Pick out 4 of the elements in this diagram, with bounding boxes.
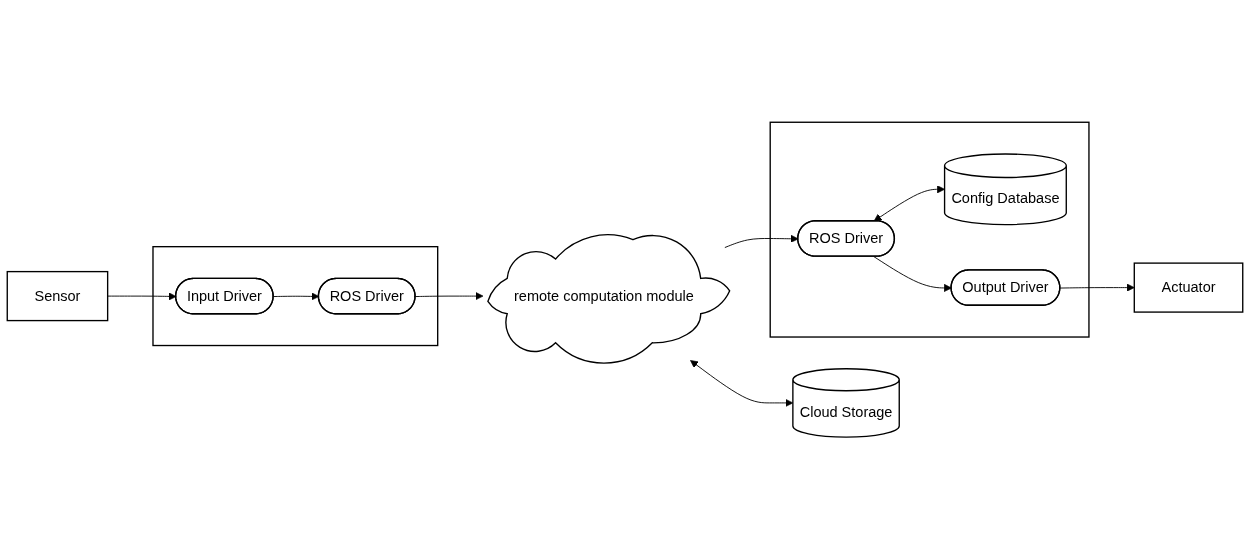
cluster <box>769 121 1090 339</box>
node-box: Actuator <box>1133 262 1244 314</box>
node-box: Sensor <box>6 271 109 322</box>
cluster <box>152 246 439 347</box>
